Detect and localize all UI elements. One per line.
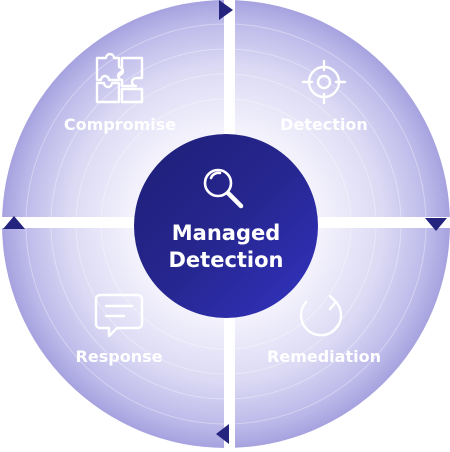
quadrant-compromise: Compromise: [64, 52, 176, 134]
center-title-line1: Managed: [172, 221, 281, 245]
center-disc: [134, 134, 318, 318]
quadrant-detection: Detection: [280, 59, 368, 134]
compromise-label: Compromise: [64, 115, 176, 134]
quadrant-response: Response: [76, 293, 163, 366]
arrow-top-icon: [219, 0, 233, 20]
chat-bubble-icon: [94, 293, 144, 338]
center-hub: Managed Detection: [134, 134, 318, 318]
arrow-right-icon: [425, 218, 447, 231]
quadrant-remediation: Remediation: [267, 294, 381, 366]
arrow-bottom-icon: [216, 424, 229, 444]
detection-label: Detection: [280, 115, 368, 134]
magnifier-icon: [203, 168, 244, 209]
center-title-line2: Detection: [168, 248, 283, 272]
arrow-left-icon: [3, 216, 25, 229]
target-icon: [301, 59, 347, 105]
refresh-icon: [299, 294, 343, 337]
remediation-label: Remediation: [267, 347, 381, 366]
response-label: Response: [76, 347, 163, 366]
puzzle-icon: [95, 52, 144, 104]
